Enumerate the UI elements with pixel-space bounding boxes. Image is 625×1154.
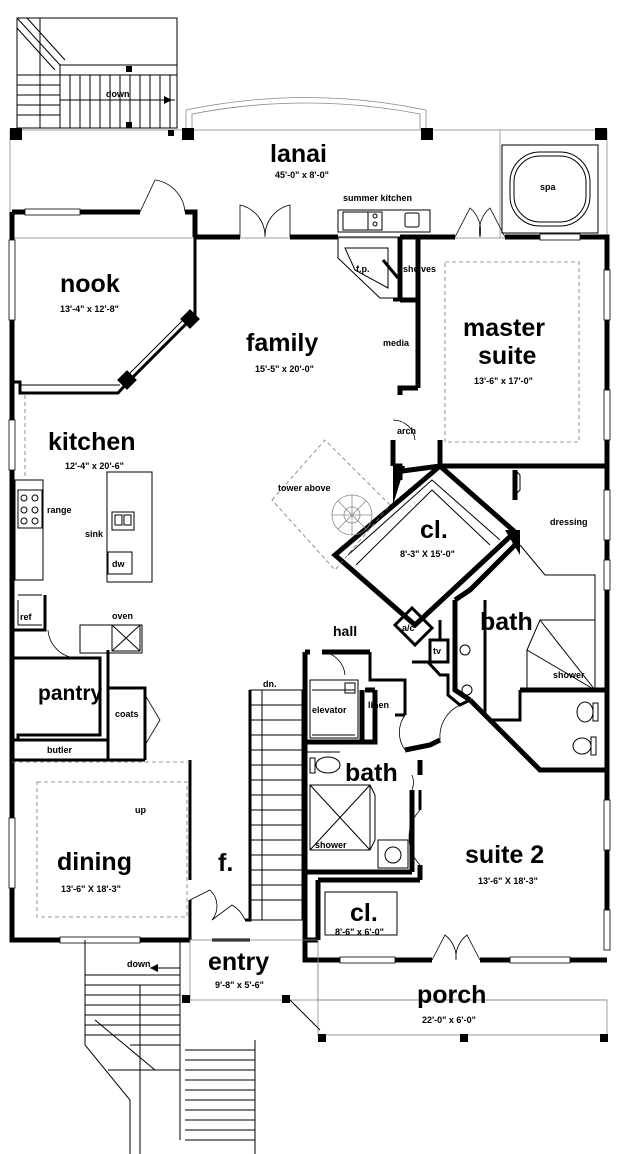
top-stair: down (16, 17, 178, 129)
closet2-name: cl. (350, 899, 378, 927)
summer-kitchen: summer kitchen (337, 193, 431, 233)
master-name-line2: suite (478, 342, 536, 370)
windows (8, 208, 611, 964)
toilets (459, 644, 599, 756)
fixture-labels: f.p. shelves media arch tower above dres… (20, 264, 588, 969)
tower-above-label: tower above (278, 483, 331, 493)
ac-label: a/c (402, 623, 415, 633)
master-name-line1: master (463, 314, 545, 342)
dining-name: dining (57, 848, 132, 876)
pantry-name: pantry (38, 682, 103, 705)
spa: spa (501, 144, 599, 234)
coats-label: coats (115, 709, 139, 719)
dn-label: dn. (263, 679, 277, 689)
sink-label: sink (85, 529, 104, 539)
kitchen-name: kitchen (48, 428, 136, 456)
nook-name: nook (60, 270, 120, 298)
suite2-name: suite 2 (465, 841, 544, 869)
foyer-name: f. (218, 849, 233, 877)
entry-dims: 9'-8" x 5'-6" (215, 980, 264, 990)
dressing-label: dressing (550, 517, 588, 527)
spa-label: spa (540, 182, 557, 192)
family-dims: 15'-5" x 20'-0" (255, 364, 314, 374)
fp-label: f.p. (356, 264, 370, 274)
down-bottom-label: down (127, 959, 151, 969)
dining-dims: 13'-6" X 18'-3" (61, 884, 121, 894)
porch-dims: 22'-0" x 6'-0" (422, 1015, 476, 1025)
tv-label: tv (433, 646, 441, 656)
entry-porch (84, 939, 608, 1154)
suite2-dims: 13'-6" X 18'-3" (478, 876, 538, 886)
shower2-label: shower (315, 840, 347, 850)
linen-label: linen (368, 700, 389, 710)
doors (47, 179, 506, 961)
lanai (9, 128, 608, 239)
down-label: down (106, 89, 130, 99)
range-label: range (47, 505, 72, 515)
kitchen-dims: 12'-4" x 20'-6" (65, 461, 124, 471)
bath2-name: bath (345, 759, 398, 787)
bath1-name: bath (480, 608, 533, 636)
room-labels: lanai 45'-0" x 8'-0" nook 13'-4" x 12'-8… (38, 140, 545, 1025)
closet2-dims: 8'-6" x 6'-0" (335, 927, 384, 937)
ref-label: ref (20, 612, 33, 622)
summer-kitchen-label: summer kitchen (343, 193, 412, 203)
media-label: media (383, 338, 410, 348)
shower1-label: shower (553, 670, 585, 680)
nook-dims: 13'-4" x 12'-8" (60, 304, 119, 314)
up-label: up (135, 805, 146, 815)
dw-label: dw (112, 559, 125, 569)
butler-label: butler (47, 745, 72, 755)
family-name: family (246, 329, 318, 357)
shelves-label: shelves (403, 264, 436, 274)
closet1-name: cl. (420, 516, 448, 544)
porch-name: porch (417, 981, 486, 1009)
elevator-label: elevator (312, 705, 347, 715)
lanai-dims: 45'-0" x 8'-0" (275, 170, 329, 180)
master-dims: 13'-6" x 17'-0" (474, 376, 533, 386)
arch-label: arch (397, 426, 416, 436)
lanai-name: lanai (270, 140, 327, 168)
entry-name: entry (208, 948, 269, 976)
walls (9, 209, 610, 963)
closet1-dims: 8'-3" X 15'-0" (400, 549, 455, 559)
hall-name: hall (333, 623, 357, 639)
oven-label: oven (112, 611, 133, 621)
